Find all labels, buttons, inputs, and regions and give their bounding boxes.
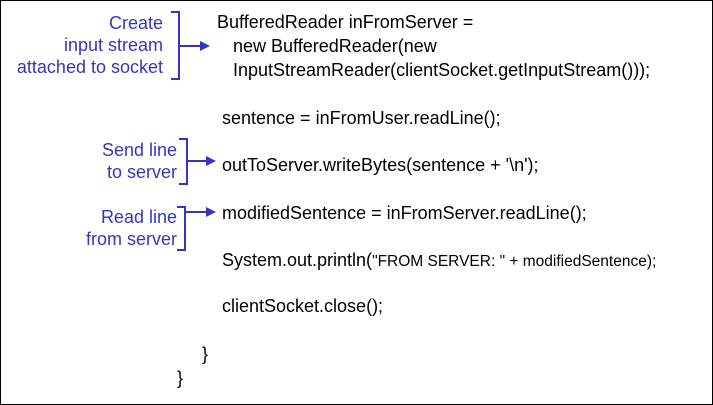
arrow-head-read-line: [206, 207, 216, 217]
code-line-1: BufferedReader inFromServer =: [217, 12, 474, 32]
annotation-line: Read line: [100, 207, 177, 227]
code-line-7-start: System.out.println(: [222, 250, 373, 270]
annotation-send-line: Send line to server: [102, 139, 177, 183]
annotation-line: attached to socket: [16, 57, 163, 77]
code-line-3: InputStreamReader(clientSocket.getInputS…: [233, 60, 651, 80]
annotation-read-line: Read line from server: [86, 206, 177, 250]
code-line-4: sentence = inFromUser.readLine();: [222, 108, 501, 128]
closing-brace-outer: }: [177, 368, 184, 388]
arrow-head-send-line: [206, 156, 216, 166]
arrow-head-create-stream: [200, 41, 210, 51]
code-line-5: outToServer.writeBytes(sentence + '\n');: [222, 155, 539, 175]
annotation-line: to server: [106, 162, 177, 182]
annotation-create-input-stream: Create input stream attached to socket: [17, 12, 163, 78]
closing-brace-inner: }: [202, 344, 209, 364]
code-line-7: System.out.println("FROM SERVER: " + mod…: [222, 249, 656, 273]
annotation-line: input stream: [63, 35, 163, 55]
code-line-7-rest: "FROM SERVER: " + modifiedSentence);: [372, 253, 657, 270]
annotation-line: Create: [108, 13, 163, 33]
code-line-6: modifiedSentence = inFromServer.readLine…: [222, 203, 587, 223]
bracket-read-line: [177, 206, 186, 251]
annotation-line: from server: [85, 229, 177, 249]
annotation-line: Send line: [101, 140, 177, 160]
code-line-2: new BufferedReader(new: [233, 36, 437, 56]
bracket-create-stream: [171, 11, 180, 80]
bracket-send-line: [179, 138, 188, 185]
code-line-8: clientSocket.close();: [222, 296, 384, 316]
